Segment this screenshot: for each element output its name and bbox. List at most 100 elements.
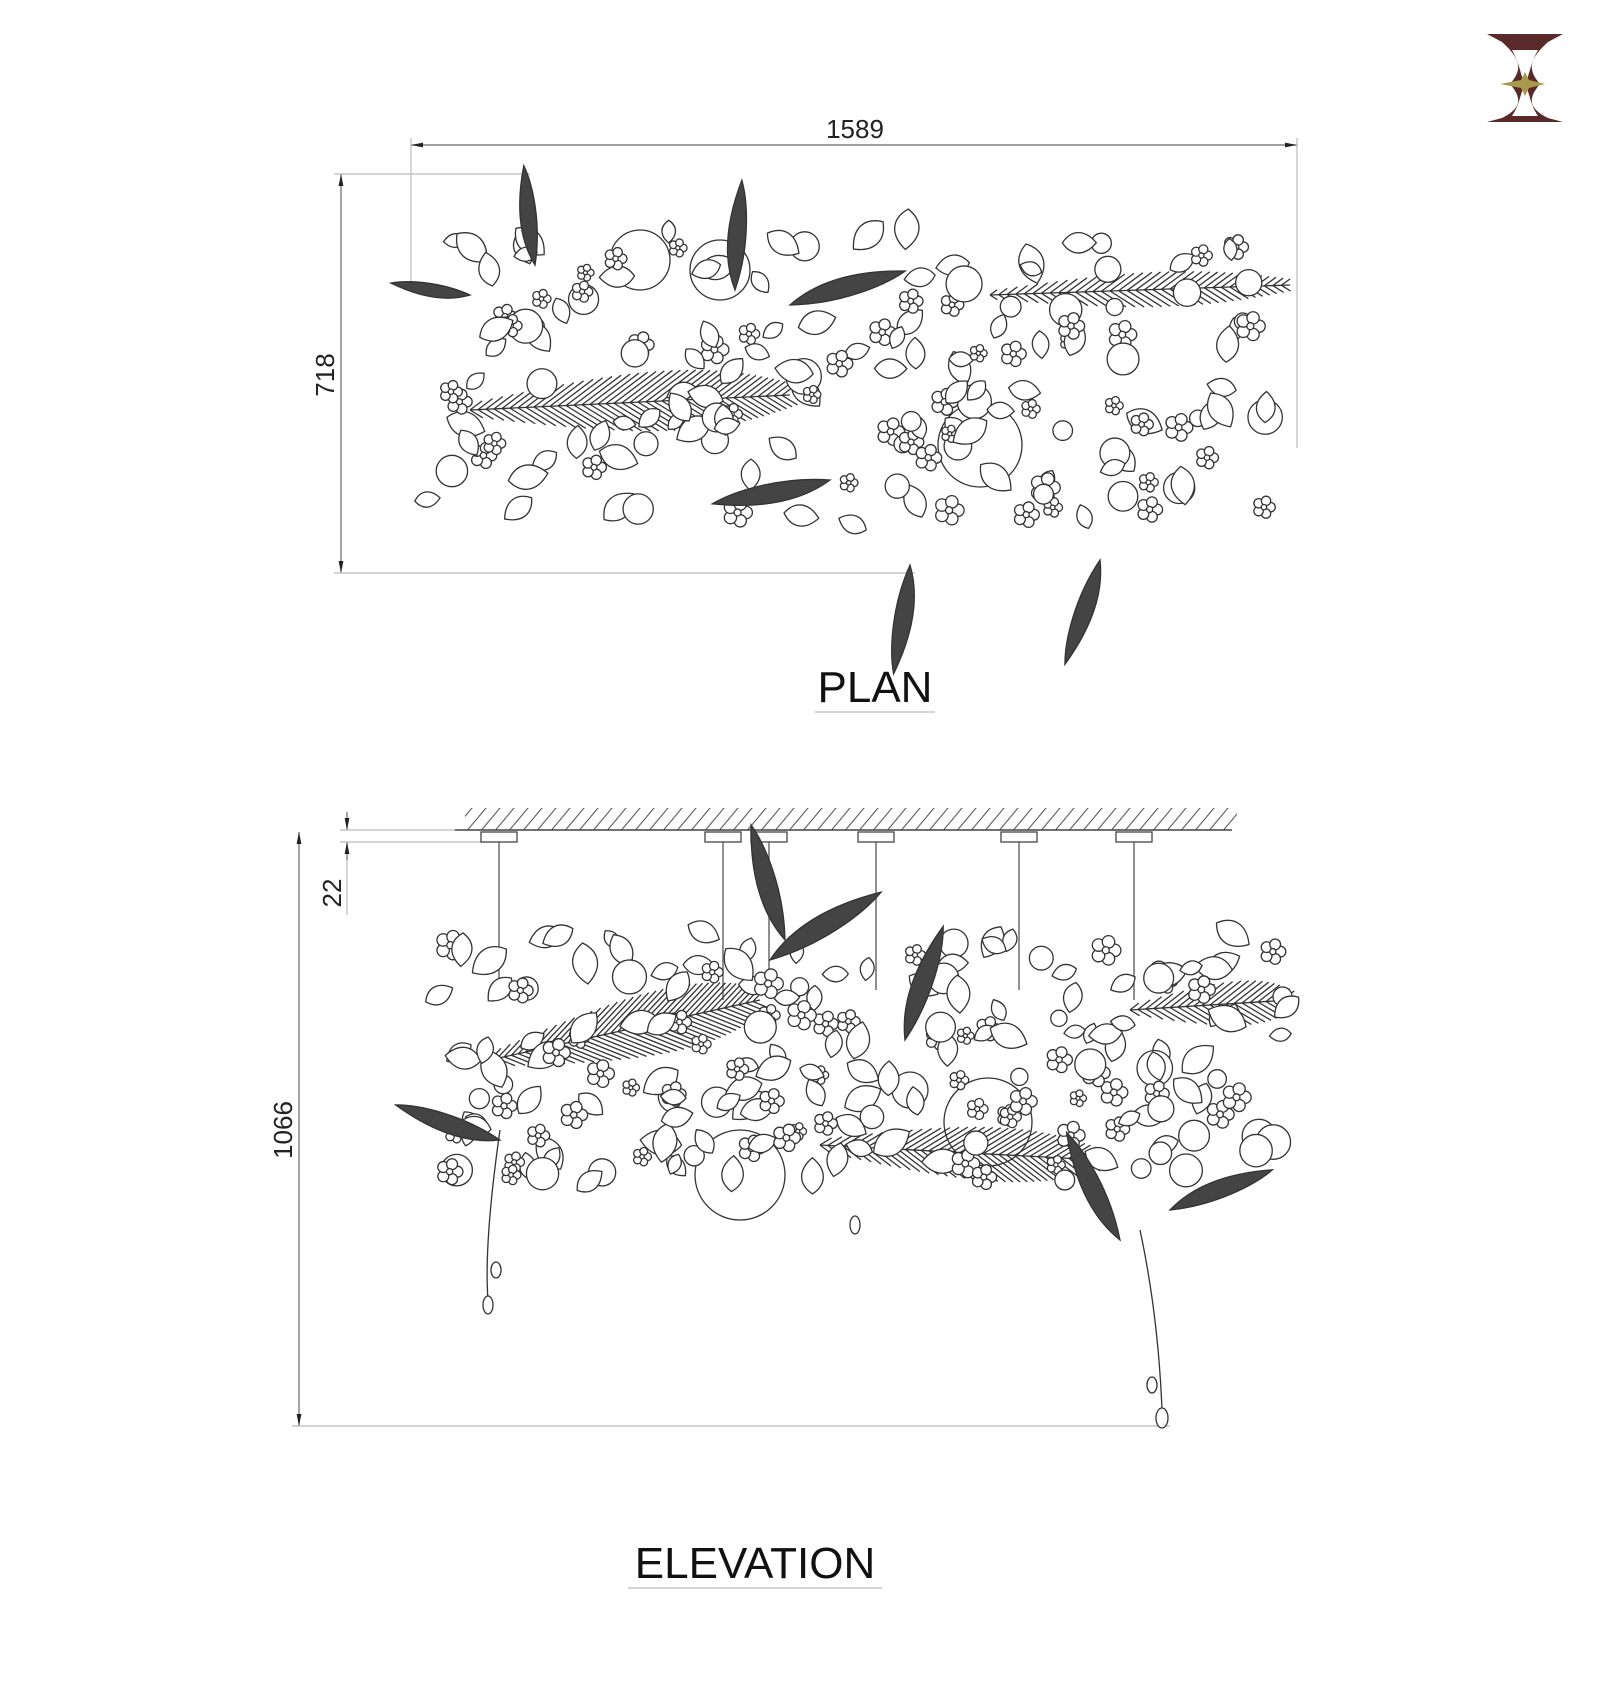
frond-leaflet	[1241, 981, 1270, 1004]
berry	[1094, 255, 1122, 283]
flower-center	[763, 979, 773, 988]
frond-leaflet	[1233, 980, 1263, 1005]
berry	[622, 493, 654, 525]
berry	[1168, 1153, 1204, 1188]
leaf	[598, 444, 639, 471]
berry	[1054, 1169, 1076, 1191]
leaf	[740, 458, 761, 492]
leaf	[1255, 390, 1276, 424]
leaf	[838, 514, 867, 535]
frond-leaflet	[1281, 284, 1291, 292]
frond-leaflet	[1015, 293, 1029, 303]
flower-center	[445, 1167, 454, 1176]
frond-leaflet	[1217, 980, 1250, 1006]
frond-leaflet	[525, 406, 557, 427]
berry	[633, 431, 659, 457]
leaf	[687, 920, 720, 944]
frond-leaflet	[757, 379, 780, 398]
frond-leaflet	[589, 373, 631, 405]
leaf	[660, 1106, 694, 1128]
frond-leaflet	[681, 982, 715, 1018]
flower-petal	[1246, 311, 1260, 325]
flower-center	[516, 986, 524, 995]
frond-leaflet	[560, 1043, 604, 1062]
frond-leaflet	[765, 381, 786, 397]
canopy-dimension-value: 22	[317, 879, 347, 908]
berry	[1052, 420, 1074, 442]
frond-leaflet	[982, 1129, 1024, 1155]
flower-petal	[821, 1010, 834, 1023]
berry	[611, 959, 648, 995]
frond-leaflet	[1014, 1133, 1051, 1156]
frond-leaflet	[733, 397, 765, 417]
berry	[525, 1156, 560, 1191]
leaf	[721, 1154, 744, 1193]
leaf	[716, 1092, 741, 1112]
frond-leaflet	[603, 1034, 655, 1056]
leaf	[684, 348, 705, 370]
flower-center	[974, 1105, 981, 1113]
flower-center	[1198, 252, 1205, 259]
height-dimension: 1066	[268, 832, 1170, 1427]
flower-center	[1075, 1095, 1081, 1101]
flower-center	[733, 1065, 741, 1073]
flower-petal	[1019, 1086, 1033, 1100]
leaf	[852, 220, 885, 251]
frond-leaflet	[1023, 283, 1038, 295]
leaf	[719, 358, 744, 384]
flower-center	[911, 951, 919, 959]
frond-leaflet	[1029, 1155, 1061, 1180]
frond-leaflet	[1014, 1154, 1048, 1182]
frond-leaflet	[1066, 277, 1088, 293]
flower-petal	[1040, 472, 1055, 487]
frond-leaflet	[1109, 290, 1136, 308]
frond-leaflet	[1118, 290, 1145, 308]
frond-leaflet	[1029, 1136, 1063, 1157]
frond-leaflet	[1135, 289, 1163, 308]
flower-center	[1111, 402, 1117, 409]
frond-leaflet	[1257, 984, 1281, 1003]
frond-leaflet	[1006, 286, 1018, 295]
flower-petal	[1152, 1080, 1165, 1093]
frond-leaflet	[725, 397, 759, 419]
frond-leaflet	[989, 289, 998, 296]
leaf	[1087, 1023, 1123, 1045]
frond-leaflet	[610, 992, 650, 1034]
flower-petal	[552, 1038, 566, 1052]
flower-petal	[907, 288, 919, 300]
flower-center	[578, 288, 586, 295]
leaf	[859, 956, 875, 982]
frond-leaflet	[1129, 1002, 1140, 1011]
berry	[900, 410, 922, 432]
plan-depth-dimension: 718	[310, 173, 915, 574]
flower-center	[1203, 454, 1211, 462]
berry	[1207, 1069, 1228, 1089]
flower-center	[1019, 1097, 1028, 1106]
flower-center	[698, 1041, 705, 1048]
leaf	[665, 971, 691, 1002]
flower-center	[955, 1077, 962, 1084]
flower-center	[1027, 406, 1034, 412]
frond-leaflet	[645, 369, 689, 403]
leaf	[667, 1153, 682, 1175]
leaf	[638, 408, 661, 428]
frond-leaflet	[819, 1137, 832, 1146]
leaf	[797, 310, 837, 336]
flower-petal	[944, 495, 959, 509]
leaf	[1181, 1044, 1215, 1075]
flower-center	[733, 508, 742, 517]
flower-center	[961, 1159, 970, 1168]
flower-center	[479, 451, 488, 460]
frond-leaflet	[1118, 272, 1144, 292]
frond-leaflet	[733, 375, 763, 399]
berry	[1074, 1048, 1107, 1081]
plan-depth-value: 718	[310, 353, 340, 396]
leaf	[476, 1036, 495, 1065]
flower-petal	[1118, 319, 1132, 334]
berry	[884, 473, 910, 499]
height-dimension-value: 1066	[268, 1101, 298, 1159]
leaf	[1146, 1051, 1166, 1082]
frond-leaflet	[637, 369, 681, 403]
frond-leaflet	[1049, 279, 1068, 294]
leaf	[799, 1063, 825, 1081]
